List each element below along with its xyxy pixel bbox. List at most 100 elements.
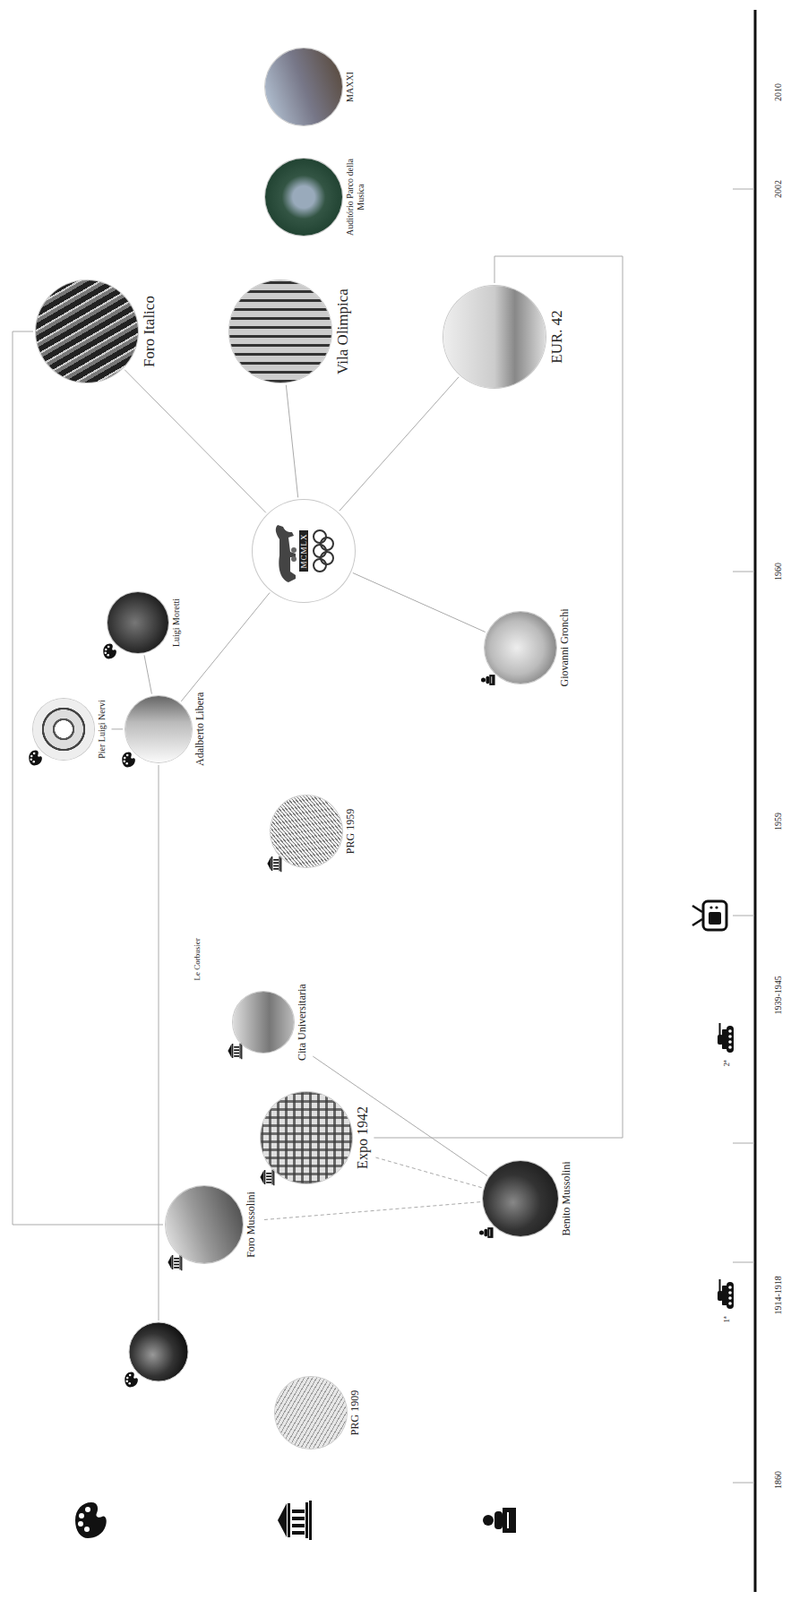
timeline-tick xyxy=(732,1143,755,1144)
node-label: Foro Italico xyxy=(140,295,159,368)
photo-disc xyxy=(270,795,343,868)
tank-icon xyxy=(726,1281,734,1309)
television-icon xyxy=(692,919,703,926)
olympic-logo-node: MCMLX xyxy=(252,499,355,602)
photo-disc xyxy=(229,280,332,383)
timeline-label: 1959 xyxy=(773,812,784,831)
tank-icon xyxy=(717,1290,723,1301)
building-icon xyxy=(259,1169,275,1186)
olympic-logo xyxy=(291,547,297,553)
photo-node: Cita Universitaria xyxy=(232,983,310,1061)
tank-icon xyxy=(728,1029,732,1033)
connector-line xyxy=(111,728,124,730)
node-label: MAXXI xyxy=(344,71,356,103)
node-label: Auditório Parco della Musica xyxy=(344,152,366,242)
connector-line xyxy=(339,377,459,511)
photo-disc xyxy=(482,1160,559,1237)
tank-icon xyxy=(728,1034,732,1039)
building-icon xyxy=(266,855,282,872)
portrait-photo xyxy=(128,1322,189,1382)
timeline-tick xyxy=(732,571,755,573)
connector-line xyxy=(124,369,267,514)
timeline-label: 1960 xyxy=(773,562,784,581)
photo-node: Pier Luigi Nervi xyxy=(33,698,108,760)
connector-line xyxy=(373,256,623,1138)
category-icon xyxy=(482,1507,516,1533)
node-label: Pier Luigi Nervi xyxy=(96,699,108,759)
palette-icon xyxy=(28,750,43,766)
photo-disc xyxy=(275,1376,347,1449)
palette-icon xyxy=(103,644,117,660)
photo-node: EUR. 42 xyxy=(443,285,567,388)
timeline-label: 1860 xyxy=(773,1470,784,1489)
tank-icon xyxy=(719,1279,722,1292)
tank-icon xyxy=(717,1279,734,1309)
olympic-logo xyxy=(313,558,327,572)
photo-node: Vila Olimpica xyxy=(229,280,353,383)
logo-disc: MCMLX xyxy=(252,499,355,602)
photo-node: PRG 1909 xyxy=(275,1376,362,1449)
photo-disc xyxy=(265,48,343,126)
timeline-tick xyxy=(732,189,755,1483)
photo-node: Benito Mussolini xyxy=(482,1160,574,1237)
leader-line xyxy=(158,765,160,1321)
timeline-tick xyxy=(732,1482,755,1484)
timeline-label: 1939-1945 xyxy=(773,975,784,1015)
tank-icon xyxy=(717,1034,723,1045)
photo-disc xyxy=(265,158,343,236)
timeline-tick xyxy=(732,189,755,190)
connector-line xyxy=(180,593,270,702)
tank-icon xyxy=(728,1296,732,1300)
tank-icon xyxy=(728,1045,732,1049)
photo-node: Foro Mussolini xyxy=(165,1186,258,1264)
photo-node: PRG 1959 xyxy=(270,795,358,868)
photo-disc xyxy=(232,991,294,1053)
photo-disc xyxy=(443,285,546,388)
olympic-logo xyxy=(320,537,334,551)
category-icon xyxy=(75,1502,107,1539)
timeline-tick xyxy=(732,915,755,917)
tank-icon xyxy=(728,1301,732,1306)
television-icon xyxy=(709,905,713,909)
timeline-label: 1ª xyxy=(722,1316,731,1324)
node-label: Cita Universitaria xyxy=(296,983,310,1061)
olympic-logo xyxy=(291,556,297,562)
photo-node: Expo 1942 xyxy=(260,1091,371,1184)
node-label: Benito Mussolini xyxy=(560,1161,574,1237)
tank-icon xyxy=(717,1023,734,1053)
node-label: Foro Mussolini xyxy=(245,1191,258,1258)
node-label: Vila Olimpica xyxy=(334,288,353,375)
speaker-icon xyxy=(479,1227,494,1239)
olympic-logo xyxy=(313,544,327,558)
photo-disc xyxy=(260,1091,353,1184)
connector-line xyxy=(352,572,486,632)
olympic-logo xyxy=(275,524,296,583)
timeline-label: 2ª xyxy=(722,1060,731,1067)
photo-disc xyxy=(484,611,557,684)
node-label: PRG 1909 xyxy=(349,1390,362,1436)
timeline-label: 2010 xyxy=(773,83,784,102)
building-icon xyxy=(167,1254,182,1271)
node-label: PRG 1959 xyxy=(344,808,358,854)
photo-disc xyxy=(107,592,169,654)
tank-icon xyxy=(726,1025,734,1053)
photo-node: Adalberto Libera xyxy=(125,692,207,766)
television-icon xyxy=(692,905,703,912)
connector-line xyxy=(262,1202,481,1221)
photo-disc xyxy=(125,696,192,763)
photo-node: Foro Italico xyxy=(35,280,159,383)
olympic-logo xyxy=(313,530,327,543)
photo-node: Luigi Moretti xyxy=(107,592,182,654)
tank-icon xyxy=(719,1023,722,1036)
tank-icon xyxy=(728,1290,732,1295)
node-label: EUR. 42 xyxy=(548,309,567,364)
television-icon xyxy=(714,905,718,909)
timeline-tick xyxy=(732,1262,755,1264)
tank-icon xyxy=(728,1040,732,1044)
television-icon xyxy=(708,911,722,925)
note-label: Le Corbusier xyxy=(192,937,202,981)
category-icon xyxy=(277,1500,312,1540)
